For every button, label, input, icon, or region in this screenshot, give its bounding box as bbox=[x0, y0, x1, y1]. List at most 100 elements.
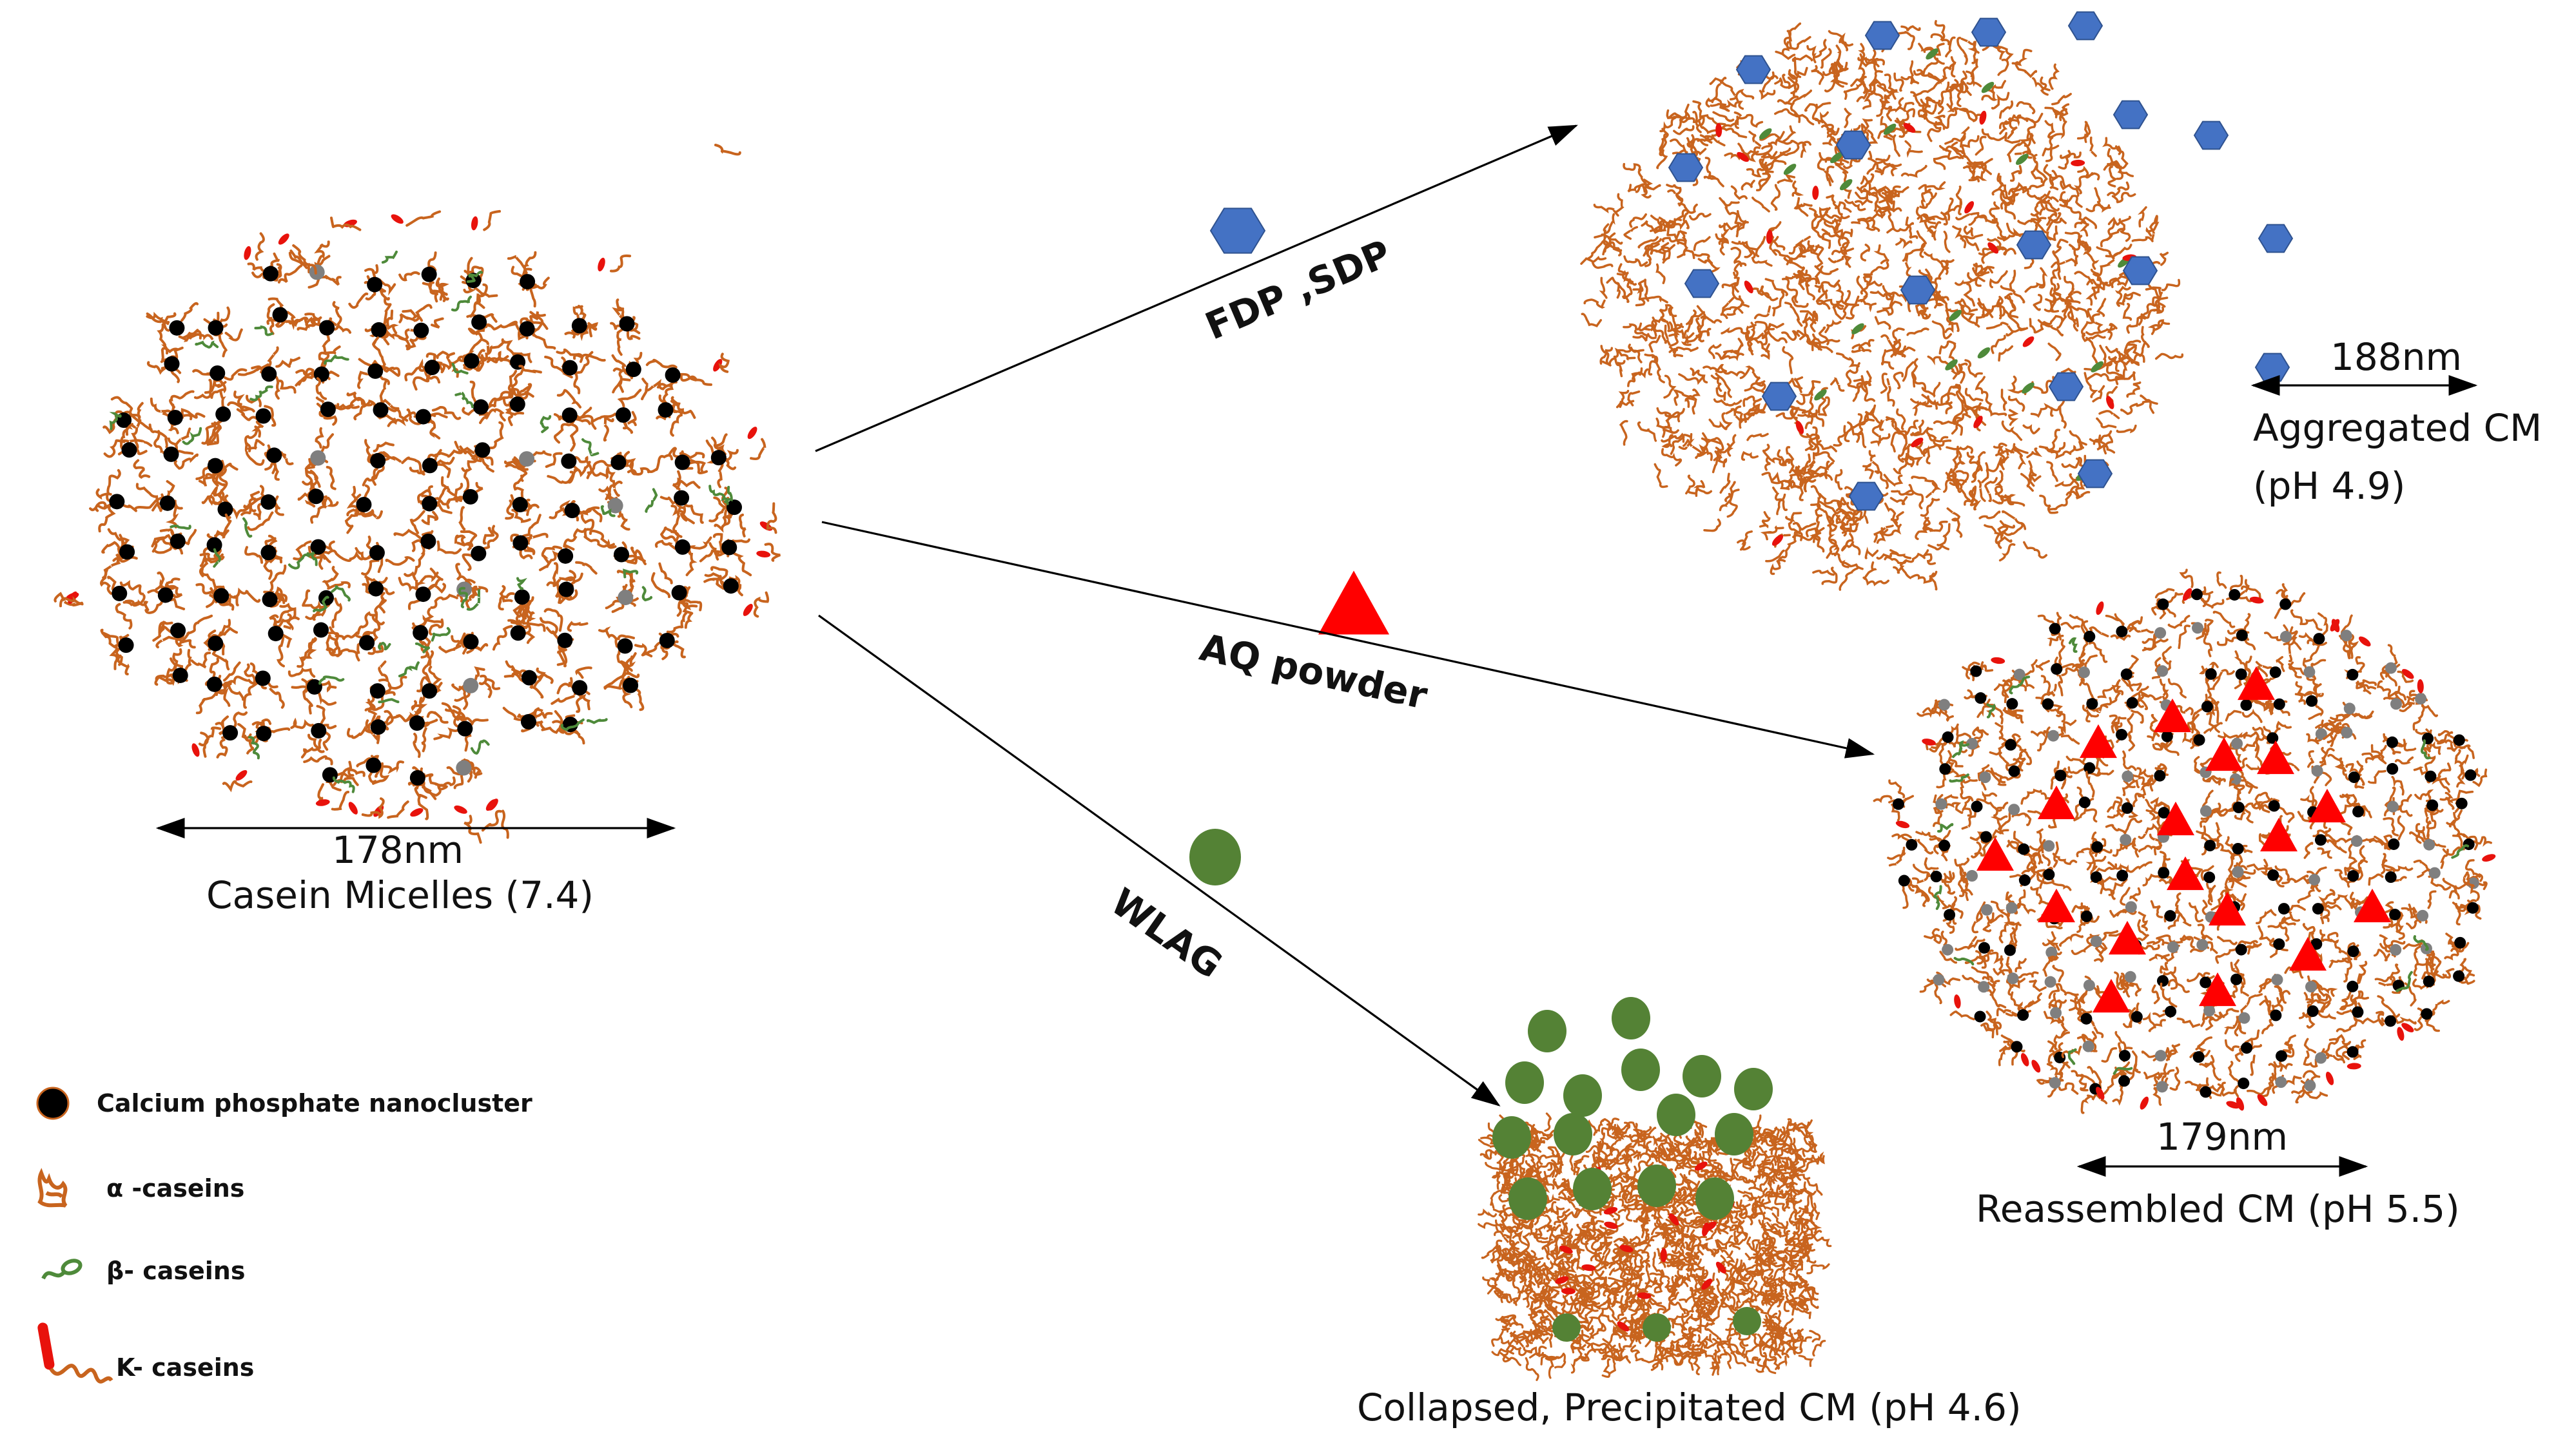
casein-strand bbox=[2151, 984, 2160, 1005]
nanocluster bbox=[2043, 840, 2055, 852]
nanocluster bbox=[2161, 730, 2173, 742]
casein-strand bbox=[753, 591, 770, 618]
casein-strand bbox=[2455, 904, 2469, 926]
nanocluster bbox=[2303, 666, 2316, 678]
casein-strand bbox=[1625, 1325, 1642, 1339]
casein-strand bbox=[317, 783, 324, 806]
casein-strand bbox=[148, 423, 168, 449]
casein-strand bbox=[214, 513, 232, 537]
casein-strand bbox=[2037, 614, 2056, 628]
casein-strand bbox=[670, 410, 683, 437]
casein-strand bbox=[1686, 1244, 1712, 1252]
casein-strand bbox=[2472, 836, 2492, 847]
casein-strand bbox=[317, 691, 337, 706]
casein-strand bbox=[1494, 1219, 1514, 1233]
casein-strand bbox=[712, 533, 723, 552]
casein-strand bbox=[1915, 206, 1937, 224]
casein-strand bbox=[1617, 1199, 1643, 1213]
casein-strand bbox=[1953, 956, 1975, 966]
casein-strand bbox=[581, 438, 600, 457]
casein-strand bbox=[1721, 276, 1740, 289]
casein-strand bbox=[436, 281, 449, 301]
casein-strand bbox=[1846, 501, 1859, 520]
casein-strand bbox=[322, 566, 339, 589]
casein-strand bbox=[1940, 106, 1958, 130]
casein-strand bbox=[224, 368, 248, 381]
casein-strand bbox=[2048, 999, 2067, 1009]
wlag-marker-icon bbox=[1189, 829, 1241, 885]
casein-strand bbox=[430, 594, 458, 609]
casein-strand bbox=[1659, 115, 1683, 133]
fdp-particle bbox=[2048, 372, 2084, 401]
casein-strand bbox=[1769, 1344, 1781, 1370]
casein-strand bbox=[1824, 461, 1834, 481]
nanocluster bbox=[520, 713, 536, 730]
casein-strand bbox=[1561, 1228, 1574, 1246]
casein-strand bbox=[1951, 83, 1968, 93]
casein-strand bbox=[645, 488, 658, 513]
casein-strand bbox=[2437, 730, 2456, 740]
casein-strand bbox=[2038, 199, 2060, 212]
casein-strand bbox=[2303, 992, 2320, 1007]
casein-strand bbox=[1956, 37, 1968, 65]
casein-strand bbox=[1911, 572, 1935, 584]
casein-strand bbox=[1704, 1170, 1726, 1183]
casein-strand bbox=[1860, 244, 1871, 262]
casein-strand bbox=[2031, 218, 2052, 240]
wlag-particle bbox=[1637, 1165, 1676, 1207]
casein-strand bbox=[1971, 41, 1977, 64]
casein-strand bbox=[1816, 436, 1837, 452]
casein-strand bbox=[2295, 681, 2312, 697]
casein-strand bbox=[356, 611, 378, 635]
casein-strand bbox=[1601, 1358, 1611, 1378]
casein-strand bbox=[1889, 549, 1912, 559]
casein-strand bbox=[1982, 976, 1997, 996]
casein-strand bbox=[1744, 324, 1757, 342]
casein-strand bbox=[2087, 372, 2116, 382]
casein-strand bbox=[1718, 127, 1748, 139]
casein-strand bbox=[1901, 882, 1909, 909]
casein-strand bbox=[1547, 1224, 1561, 1232]
casein-strand bbox=[1819, 493, 1847, 506]
collapsed-cm-cluster bbox=[1478, 997, 1832, 1381]
casein-strand bbox=[2046, 212, 2062, 232]
casein-strand bbox=[1735, 1259, 1749, 1282]
casein-strand bbox=[458, 686, 469, 710]
casein-strand bbox=[1690, 367, 1708, 383]
casein-strand bbox=[2096, 344, 2107, 371]
casein-strand bbox=[2036, 828, 2044, 846]
casein-strand bbox=[2060, 622, 2080, 630]
casein-strand bbox=[1619, 1172, 1635, 1186]
casein-strand bbox=[1724, 1351, 1732, 1369]
casein-strand bbox=[110, 396, 135, 418]
nanocluster bbox=[726, 499, 742, 516]
casein-strand bbox=[1790, 1174, 1811, 1180]
casein-strand bbox=[2205, 619, 2214, 633]
casein-strand bbox=[1608, 1356, 1622, 1375]
casein-strand bbox=[1672, 389, 1683, 406]
nanocluster bbox=[2200, 1086, 2212, 1098]
casein-strand bbox=[1960, 304, 1980, 328]
casein-strand bbox=[1762, 1225, 1772, 1247]
nanocluster bbox=[2279, 630, 2292, 643]
casein-strand bbox=[175, 631, 190, 647]
casein-strand bbox=[1940, 197, 1954, 219]
casein-strand bbox=[2283, 1034, 2296, 1052]
nanocluster bbox=[367, 363, 384, 379]
casein-strand bbox=[1661, 432, 1685, 443]
casein-strand bbox=[522, 622, 546, 632]
casein-strand bbox=[441, 702, 467, 726]
nanocluster bbox=[2238, 1012, 2250, 1024]
casein-strand bbox=[1931, 320, 1953, 340]
casein-strand bbox=[1789, 1282, 1802, 1303]
casein-strand bbox=[1757, 285, 1779, 302]
casein-strand bbox=[2074, 271, 2094, 285]
nanocluster bbox=[456, 760, 472, 776]
casein-strand bbox=[1591, 1323, 1606, 1339]
casein-strand bbox=[1964, 387, 1984, 401]
casein-strand bbox=[1582, 1277, 1600, 1288]
casein-strand bbox=[2122, 750, 2137, 771]
casein-strand bbox=[2330, 713, 2351, 720]
casein-strand bbox=[1981, 128, 2007, 142]
casein-strand bbox=[2328, 1034, 2350, 1045]
